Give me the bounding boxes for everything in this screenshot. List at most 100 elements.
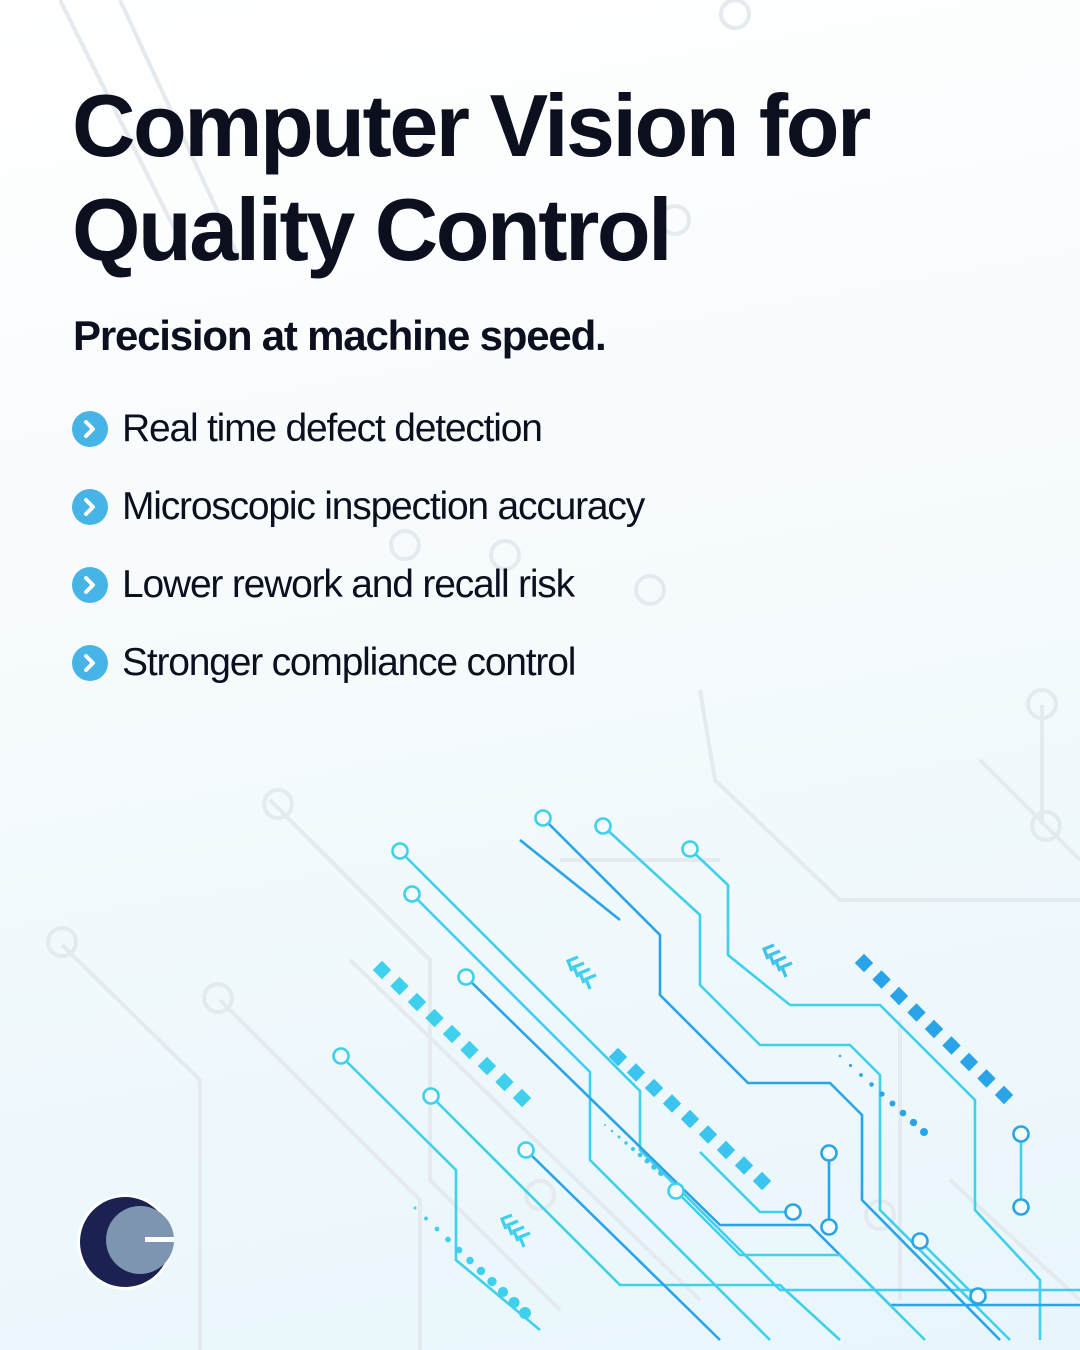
feature-text: Microscopic inspection accuracy bbox=[122, 485, 645, 528]
square-marker bbox=[977, 1069, 996, 1088]
circuit-node bbox=[820, 1144, 838, 1162]
dot-marker bbox=[859, 1073, 863, 1077]
dot-marker bbox=[637, 1152, 643, 1158]
crescent-c-logo-icon bbox=[77, 1194, 174, 1290]
dot-marker bbox=[624, 1141, 628, 1145]
square-marker bbox=[959, 1052, 979, 1072]
dot-marker bbox=[424, 1216, 428, 1221]
faint-node bbox=[262, 788, 294, 820]
circuit-trace bbox=[919, 1240, 976, 1297]
faint-node bbox=[489, 539, 521, 571]
circuit-node bbox=[594, 817, 612, 835]
square-marker bbox=[662, 1094, 682, 1113]
faint-node bbox=[659, 204, 691, 236]
dot-marker bbox=[487, 1276, 497, 1287]
chevron-left-icon bbox=[583, 973, 597, 990]
dot-marker bbox=[848, 1063, 853, 1068]
feature-item: Lower rework and recall risk bbox=[72, 560, 644, 610]
circuit-node bbox=[422, 1087, 440, 1105]
faint-trace bbox=[948, 1178, 1080, 1302]
dot-marker bbox=[920, 1128, 928, 1136]
dot-marker bbox=[879, 1091, 885, 1097]
circuit-node bbox=[517, 1141, 535, 1159]
feature-item: Microscopic inspection accuracy bbox=[72, 482, 645, 532]
chevron-left-icon bbox=[571, 961, 585, 978]
circuit-trace bbox=[675, 1190, 926, 1341]
chevron-left-icon bbox=[505, 1219, 519, 1236]
faint-trace bbox=[698, 689, 1080, 902]
title-line-2: Quality Control bbox=[72, 180, 673, 279]
faint-trace bbox=[118, 0, 242, 261]
dot-marker bbox=[476, 1266, 486, 1276]
square-marker bbox=[872, 970, 891, 989]
faint-node bbox=[634, 574, 666, 606]
chevron-left-icon bbox=[761, 943, 775, 960]
feature-text: Lower rework and recall risk bbox=[122, 563, 575, 606]
square-marker bbox=[698, 1125, 718, 1144]
faint-trace bbox=[60, 943, 202, 1350]
dot-marker bbox=[466, 1256, 474, 1265]
square-marker bbox=[854, 953, 874, 973]
square-marker bbox=[512, 1088, 532, 1108]
dot-marker bbox=[644, 1158, 650, 1164]
circuit-trace bbox=[399, 850, 1080, 1292]
feature-item: Real time defect detection bbox=[72, 404, 644, 454]
dot-marker bbox=[413, 1206, 417, 1210]
chevron-left-icon bbox=[511, 1225, 525, 1242]
chevron-left-icon bbox=[779, 961, 793, 978]
feature-text: Real time defect detection bbox=[122, 407, 543, 450]
chevron-left-icon bbox=[499, 1213, 513, 1230]
square-marker bbox=[680, 1109, 700, 1129]
chevron-left-icon bbox=[773, 955, 787, 972]
chevron-right-circle-icon bbox=[72, 645, 108, 681]
square-marker bbox=[889, 986, 909, 1006]
faint-trace bbox=[218, 998, 422, 1350]
circuit-node bbox=[681, 840, 699, 858]
circuit-trace bbox=[525, 1149, 721, 1341]
circuit-node bbox=[391, 842, 409, 860]
square-marker bbox=[994, 1085, 1014, 1105]
circuit-node bbox=[1012, 1125, 1030, 1143]
faint-trace bbox=[58, 0, 182, 241]
dot-marker bbox=[497, 1286, 509, 1298]
faint-trace bbox=[348, 958, 702, 1302]
square-marker bbox=[442, 1024, 462, 1044]
page-title: Computer Vision for Quality Control bbox=[72, 74, 871, 282]
dot-marker bbox=[909, 1118, 918, 1127]
faint-node bbox=[1026, 688, 1058, 720]
circuit-node bbox=[911, 1232, 929, 1250]
chevron-left-icon bbox=[767, 949, 781, 966]
chevron-right-circle-icon bbox=[72, 411, 108, 447]
circuit-node bbox=[332, 1047, 350, 1065]
faint-node bbox=[1030, 810, 1062, 842]
circuit-trace bbox=[602, 825, 1011, 1341]
circuit-trace bbox=[519, 838, 621, 922]
chevron-left-icon bbox=[577, 967, 591, 984]
square-marker bbox=[716, 1140, 736, 1160]
dot-marker bbox=[889, 1100, 896, 1107]
circuit-node bbox=[403, 885, 421, 903]
circuit-node bbox=[969, 1287, 987, 1305]
dot-marker bbox=[869, 1082, 874, 1087]
square-marker bbox=[907, 1003, 926, 1022]
circuit-node bbox=[820, 1218, 838, 1236]
circuit-trace bbox=[542, 817, 1001, 1341]
dot-marker bbox=[838, 1054, 842, 1058]
dot-marker bbox=[455, 1246, 463, 1254]
dot-marker bbox=[508, 1296, 520, 1309]
circuit-trace bbox=[430, 1095, 841, 1341]
square-marker bbox=[752, 1171, 772, 1191]
chevron-right-circle-icon bbox=[72, 489, 108, 525]
chevron-left-icon bbox=[565, 955, 579, 972]
circuit-trace bbox=[699, 1151, 793, 1214]
dot-marker bbox=[519, 1307, 531, 1319]
square-marker bbox=[644, 1078, 664, 1098]
dot-marker bbox=[445, 1236, 451, 1243]
circuit-node bbox=[667, 1182, 685, 1200]
circuit-node bbox=[534, 809, 552, 827]
feature-list: Real time defect detection Microscopic i… bbox=[72, 404, 645, 716]
faint-trace bbox=[268, 798, 562, 1312]
dot-marker bbox=[899, 1109, 907, 1117]
circuit-trace bbox=[689, 848, 1042, 1340]
